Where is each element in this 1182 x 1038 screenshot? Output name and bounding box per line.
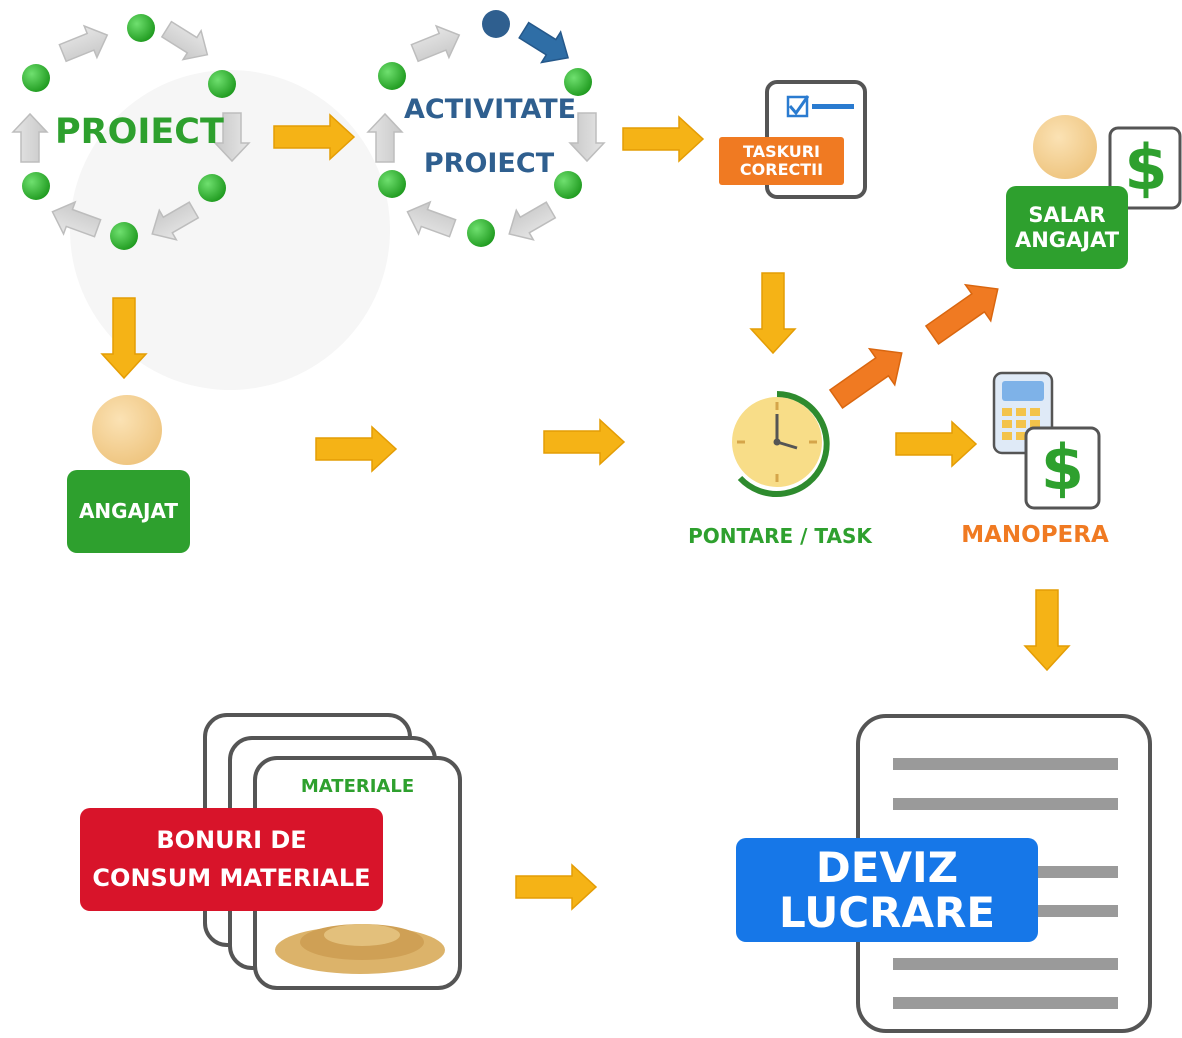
salar-dollar-icon: $: [1124, 131, 1168, 204]
active-cycle-arrow: [518, 21, 570, 64]
deviz-box: DEVIZ LUCRARE: [736, 838, 1038, 942]
flow-arrow: [1023, 589, 1071, 672]
cycle-arrow: [151, 201, 200, 241]
grain-pile-icon: [275, 924, 445, 974]
cycle-node: [110, 222, 138, 250]
manopera-dollar-icon: $: [1040, 431, 1085, 504]
cycle-node: [22, 172, 50, 200]
dollar-card-icon: [1108, 126, 1182, 210]
checkmark-icon: [788, 95, 810, 116]
cycle-arrow: [51, 200, 102, 238]
flow-arrow: [749, 272, 797, 355]
pontare-label: PONTARE / TASK: [688, 524, 872, 548]
proiect-cycle: [11, 14, 251, 250]
salar-line1: SALAR: [1028, 203, 1106, 228]
cycle-arrow: [406, 200, 457, 238]
bonuri-line1: BONURI DE: [156, 826, 307, 855]
background-circle: [70, 70, 390, 390]
bonuri-line2: CONSUM MATERIALE: [92, 863, 371, 892]
manopera-icons: [992, 371, 1101, 510]
person-head-icon: [92, 395, 162, 465]
flow-arrow: [100, 297, 148, 380]
angajat-label: ANGAJAT: [78, 499, 179, 523]
cycle-arrow: [508, 201, 557, 241]
activitate-label-line2: PROIECT: [423, 148, 555, 179]
taskuri-line1: TASKURI: [743, 141, 820, 161]
salary-arrow: [828, 347, 903, 409]
materiale-card-label: MATERIALE: [300, 776, 415, 797]
flow-arrow: [622, 115, 705, 163]
cycle-arrow: [568, 112, 606, 163]
cycle-node: [378, 62, 406, 90]
cycle-node: [467, 219, 495, 247]
flow-arrow: [315, 425, 398, 473]
flow-arrow: [515, 863, 598, 911]
salar-person: [1033, 115, 1182, 210]
deviz-line2: LUCRARE: [778, 888, 996, 937]
bonuri-box: BONURI DE CONSUM MATERIALE: [80, 808, 383, 911]
flow-arrow: [273, 113, 356, 161]
flow-arrow: [895, 420, 978, 468]
activitate-cycle: [366, 10, 606, 247]
taskuri-box: TASKURI CORECTII: [719, 137, 844, 185]
salar-box: SALAR ANGAJAT: [1006, 186, 1128, 269]
salary-arrow: [924, 283, 999, 345]
cycle-node: [22, 64, 50, 92]
cycle-arrow: [160, 20, 209, 61]
cycle-node: [554, 171, 582, 199]
dollar-card-icon: [1024, 426, 1101, 510]
cycle-arrow: [213, 112, 251, 163]
clock-icon: [732, 391, 830, 497]
taskuri-line2: CORECTII: [739, 160, 824, 179]
angajat-box: ANGAJAT: [67, 470, 190, 553]
cycle-arrow: [58, 24, 109, 63]
proiect-label: PROIECT: [55, 112, 224, 152]
person-head-icon: [1033, 115, 1097, 179]
activitate-label-line1: ACTIVITATE: [404, 94, 577, 125]
manopera-label: MANOPERA: [961, 522, 1109, 548]
cycle-arrow: [11, 112, 49, 163]
deviz-line1: DEVIZ: [815, 842, 959, 892]
cycle-node: [378, 170, 406, 198]
cycle-node: [208, 70, 236, 98]
cycle-node: [127, 14, 155, 42]
cycle-node: [198, 174, 226, 202]
active-cycle-node: [482, 10, 510, 38]
cycle-arrow: [366, 112, 404, 163]
flow-arrow: [543, 418, 626, 466]
cycle-node: [564, 68, 592, 96]
salar-line2: ANGAJAT: [1014, 227, 1120, 252]
cycle-arrow: [410, 24, 461, 63]
